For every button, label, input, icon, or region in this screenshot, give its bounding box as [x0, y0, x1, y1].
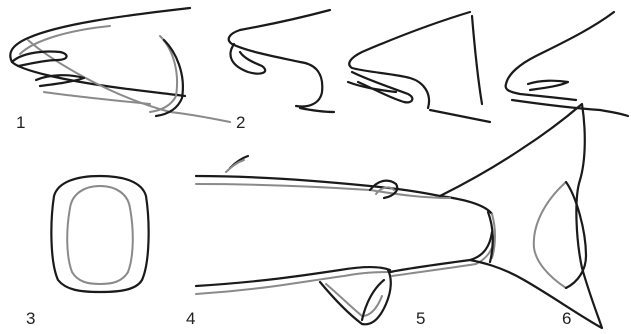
figure-3-cross-section	[51, 176, 148, 292]
figure-4-5-caudal-peduncle	[196, 156, 494, 324]
figure-2-snout-lateral	[229, 10, 628, 122]
figure-5-label: 5	[416, 309, 425, 328]
figure-1-snout-dorsal	[10, 8, 230, 122]
figure-3-label: 3	[26, 309, 35, 328]
figure-1-label: 1	[16, 113, 25, 132]
figure-2-label: 2	[236, 113, 245, 132]
figure-6-label: 6	[562, 309, 571, 328]
figure-4-label: 4	[186, 309, 195, 328]
figure-6-caudal-fin	[440, 104, 602, 328]
